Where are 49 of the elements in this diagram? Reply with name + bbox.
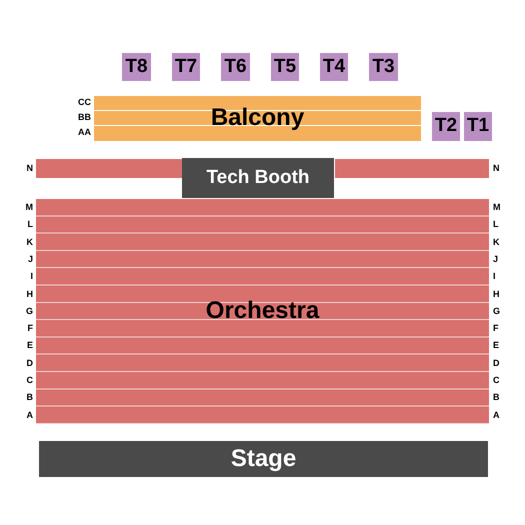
row-letter: CC	[78, 97, 91, 107]
table-label: T1	[466, 116, 490, 137]
table-label: T8	[125, 56, 148, 78]
row-letter: D	[26, 358, 33, 368]
section-label: Tech Booth	[206, 168, 310, 188]
row-letter: D	[493, 358, 500, 368]
table-label: T2	[434, 116, 458, 137]
row-letter: A	[493, 410, 500, 420]
row-letter: H	[493, 288, 500, 298]
table-label: T4	[322, 56, 346, 78]
table-box	[432, 112, 460, 141]
section-label: Balcony	[210, 105, 304, 132]
row-letter: N	[493, 163, 500, 173]
table-label: T6	[224, 56, 247, 78]
row-letter: J	[28, 254, 33, 264]
orchestra-section	[36, 199, 489, 424]
table-label: T5	[274, 56, 296, 78]
row-letter: AA	[78, 127, 91, 137]
section-label: Stage	[230, 446, 296, 472]
row-letter: N	[26, 163, 33, 173]
row-letter: F	[28, 323, 33, 334]
row-letter: G	[493, 306, 500, 316]
row-letter: G	[26, 306, 33, 316]
section-label: Orchestra	[206, 298, 320, 325]
stage-box	[39, 441, 488, 477]
row-letter: M	[493, 202, 500, 212]
row-letter: I	[493, 271, 496, 282]
row-letter: E	[493, 340, 500, 350]
balcony-section	[94, 96, 421, 141]
table-label: T7	[174, 56, 198, 78]
row-letter: M	[26, 202, 33, 212]
row-letter: L	[493, 219, 498, 230]
row-letter: E	[26, 340, 33, 350]
row-letter: L	[28, 219, 33, 230]
tech-booth-box	[182, 158, 334, 198]
row-letter: K	[493, 236, 500, 247]
row-letter: F	[493, 323, 498, 334]
row-letter: B	[26, 392, 33, 402]
row-letter: A	[26, 410, 33, 420]
row-letter: C	[26, 375, 33, 385]
row-letter: H	[26, 288, 33, 298]
row-letter: BB	[78, 112, 91, 122]
row-letter: C	[493, 375, 500, 385]
row-letter: I	[30, 271, 33, 282]
row-letter: J	[493, 254, 498, 264]
table-label: T3	[372, 56, 395, 78]
row-letter: K	[26, 236, 33, 247]
table-box	[464, 112, 492, 141]
row-letter: B	[493, 392, 500, 402]
